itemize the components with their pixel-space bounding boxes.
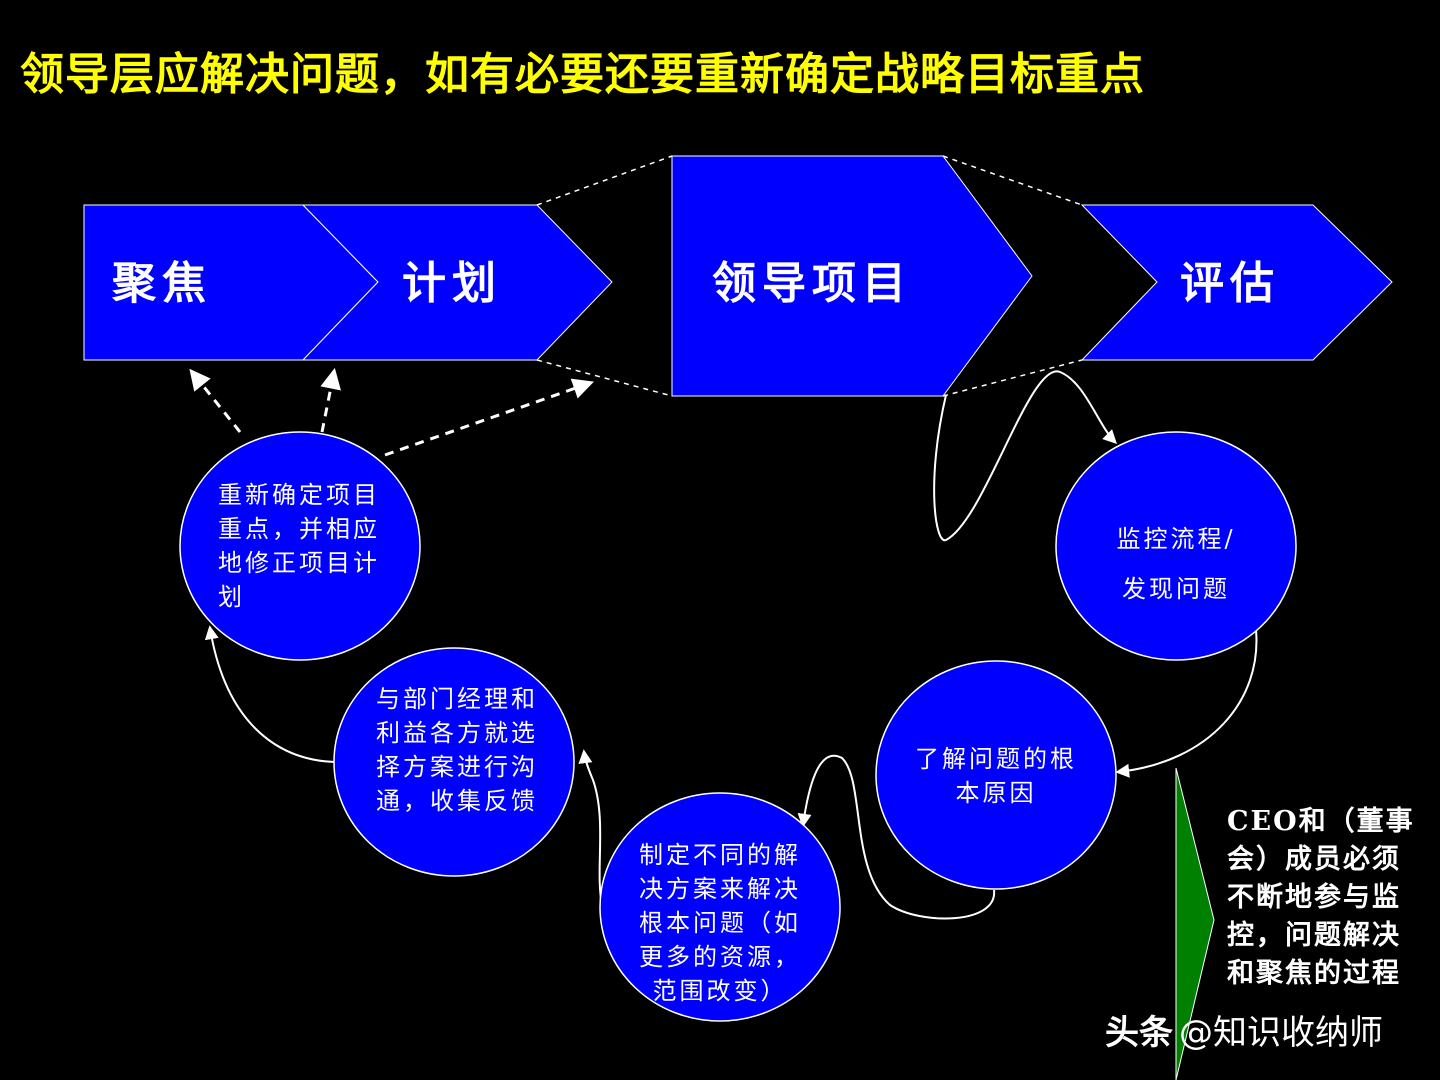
cycle-arrows xyxy=(204,370,1258,920)
watermark: 头条@知识收纳师 xyxy=(1105,1005,1383,1054)
arrow-monitor-to-rootcause xyxy=(1115,629,1258,778)
arrow-solutions-to-communicate xyxy=(578,749,603,906)
node-rootcause-text: 了解问题的根 本原因 xyxy=(915,745,1077,807)
arrow-communicate-to-refocus xyxy=(204,625,336,763)
step-lead-label: 领导项目 xyxy=(712,258,912,309)
arrow-to-lead xyxy=(384,378,594,457)
arrow-to-plan xyxy=(320,367,342,433)
node-solutions-text: 制定不同的解 决方案来解决 根本问题（如 更多的资源， 范围改变） xyxy=(639,841,801,1005)
watermark-brand: 头条 xyxy=(1105,1013,1173,1053)
page-title: 领导层应解决问题，如有必要还要重新确定战略目标重点 xyxy=(20,49,1145,100)
step-focus-label: 聚焦 xyxy=(111,258,212,309)
side-note: CEO和（董事 会）成员必须 不断地参与监 控，问题解决 和聚焦的过程 xyxy=(1227,806,1415,989)
step-focus-chevron: 聚焦 xyxy=(83,204,379,361)
arrow-to-focus xyxy=(189,368,242,433)
node-monitor-circle xyxy=(1055,431,1297,661)
node-refocus-circle xyxy=(179,431,421,661)
arrow-lead-to-monitor xyxy=(933,370,1117,542)
arrow-rootcause-to-solutions xyxy=(797,754,996,920)
feedback-arrows xyxy=(189,367,594,457)
node-communicate-text: 与部门经理和 利益各方就选 择方案进行沟 通，收集反馈 xyxy=(376,685,538,815)
step-evaluate-chevron: 评估 xyxy=(1080,204,1393,361)
step-plan-label: 计划 xyxy=(402,258,502,309)
step-plan-chevron: 计划 xyxy=(301,204,613,361)
node-communicate-circle xyxy=(333,647,575,877)
step-evaluate-label: 评估 xyxy=(1180,258,1280,309)
node-solutions-circle xyxy=(599,792,841,1022)
node-monitor-text: 监控流程/ 发现问题 xyxy=(1116,525,1236,603)
green-chevron xyxy=(1175,767,1215,1080)
node-refocus-text: 重新确定项目 重点，并相应 地修正项目计 划 xyxy=(218,481,380,611)
watermark-handle: @知识收纳师 xyxy=(1179,1013,1383,1053)
step-lead-chevron: 领导项目 xyxy=(671,155,1033,397)
node-rootcause-circle xyxy=(875,660,1117,890)
zoom-lines xyxy=(536,155,1083,397)
